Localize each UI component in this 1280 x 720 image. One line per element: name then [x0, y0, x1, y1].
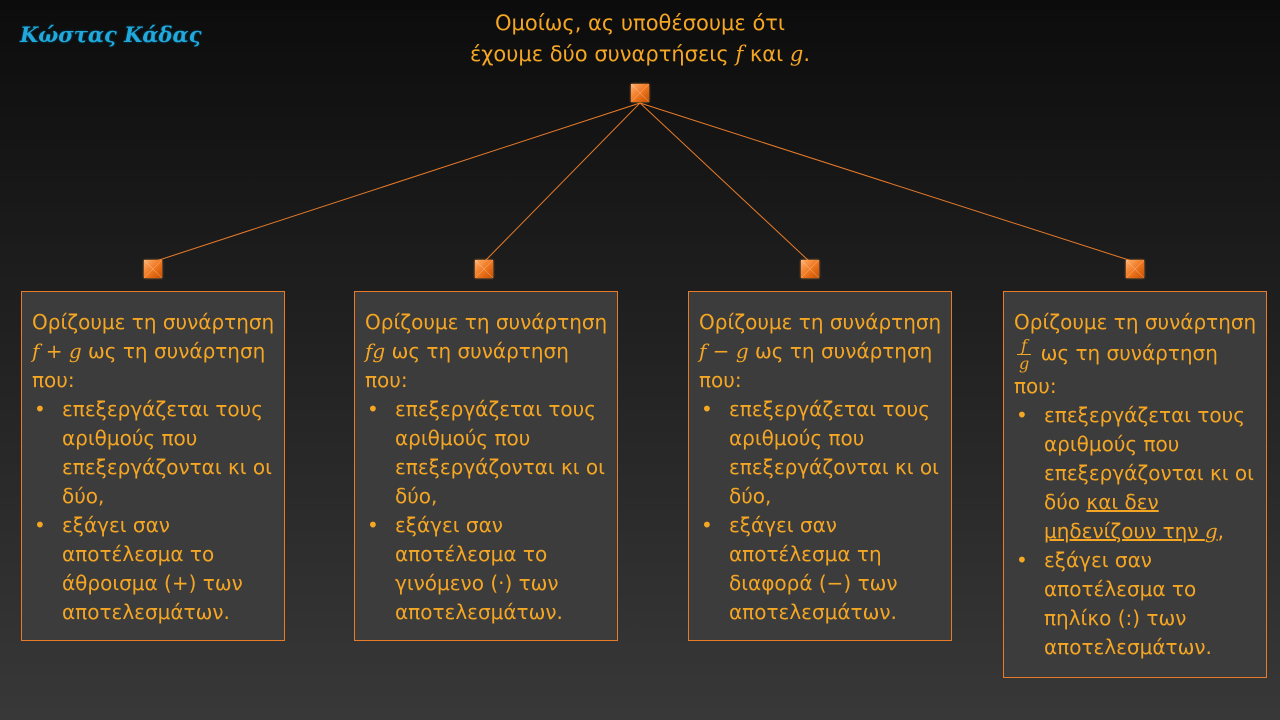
underlined-text: και δεν μηδενίζουν την: [1044, 490, 1199, 543]
connector-line-3: [639, 102, 811, 263]
list-item: επεξεργάζεται τους αριθμούς που επεξεργά…: [1014, 401, 1258, 546]
list-item: εξάγει σαν αποτέλεσμα το γινόμενο (·) τω…: [365, 511, 609, 627]
card-math: f + g: [32, 339, 82, 363]
card-quotient-list: επεξεργάζεται τους αριθμούς που επεξεργά…: [1014, 401, 1258, 662]
intro-period: .: [803, 42, 811, 66]
list-item: επεξεργάζεται τους αριθμούς που επεξεργά…: [32, 395, 276, 511]
intro-line-2-text: έχουμε δύο συναρτήσεις: [469, 42, 729, 66]
card-math: fg: [365, 339, 386, 363]
connector-line-1: [152, 102, 641, 263]
intro-line-1: Ομοίως, ας υποθέσουμε ότι: [494, 11, 786, 35]
branch-node-icon-4: [1126, 260, 1144, 278]
list-item: επεξεργάζεται τους αριθμούς που επεξεργά…: [365, 395, 609, 511]
card-difference: Ορίζουμε τη συνάρτηση f − g ως τη συνάρτ…: [688, 291, 952, 641]
card-heading-pre: Ορίζουμε τη συνάρτηση: [1014, 310, 1257, 334]
card-product-list: επεξεργάζεται τους αριθμούς που επεξεργά…: [365, 395, 609, 627]
list-item: εξάγει σαν αποτέλεσμα το πηλίκο (:) των …: [1014, 546, 1258, 662]
function-g: g: [789, 42, 804, 66]
card-math: f − g: [699, 339, 749, 363]
branch-node-icon-2: [475, 260, 493, 278]
card-product: Ορίζουμε τη συνάρτηση fg ως τη συνάρτηση…: [354, 291, 618, 641]
card-heading-post: ως τη συνάρτηση που:: [1014, 341, 1218, 398]
card-heading-post: ως τη συνάρτηση που:: [365, 339, 569, 392]
card-sum-heading: Ορίζουμε τη συνάρτηση f + g ως τη συνάρτ…: [32, 308, 276, 395]
card-heading-post: ως τη συνάρτηση που:: [699, 339, 933, 392]
card-product-heading: Ορίζουμε τη συνάρτηση fg ως τη συνάρτηση…: [365, 308, 609, 395]
card-heading-pre: Ορίζουμε τη συνάρτηση: [365, 310, 608, 334]
function-f: f: [735, 42, 744, 66]
connector-line-2: [483, 102, 641, 263]
card-difference-heading: Ορίζουμε τη συνάρτηση f − g ως τη συνάρτ…: [699, 308, 943, 395]
list-item: εξάγει σαν αποτέλεσμα τη διαφορά (−) των…: [699, 511, 943, 627]
author-name: Κώστας Κάδας: [20, 22, 202, 47]
fraction-numerator: f: [1017, 337, 1032, 355]
condition-variable: g: [1204, 519, 1218, 543]
connector-line-4: [639, 102, 1136, 263]
card-heading-pre: Ορίζουμε τη συνάρτηση: [699, 310, 942, 334]
list-item: επεξεργάζεται τους αριθμούς που επεξεργά…: [699, 395, 943, 511]
card-sum-list: επεξεργάζεται τους αριθμούς που επεξεργά…: [32, 395, 276, 627]
card-heading-pre: Ορίζουμε τη συνάρτηση: [32, 310, 275, 334]
intro-text: Ομοίως, ας υποθέσουμε ότι έχουμε δύο συν…: [360, 8, 920, 70]
root-node-icon: [631, 84, 649, 102]
underlined-condition: και δεν μηδενίζουν την g: [1044, 490, 1218, 543]
bullet-text: επεξεργάζεται τους αριθμούς που επεξεργά…: [1044, 403, 1254, 514]
intro-and: και: [749, 42, 784, 66]
branch-node-icon-3: [801, 260, 819, 278]
card-heading-post: ως τη συνάρτηση που:: [32, 339, 266, 392]
card-difference-list: επεξεργάζεται τους αριθμούς που επεξεργά…: [699, 395, 943, 627]
branch-node-icon-1: [144, 260, 162, 278]
fraction-denominator: g: [1019, 354, 1030, 373]
intro-line-2: έχουμε δύο συναρτήσεις f και g.: [360, 39, 920, 70]
list-item: εξάγει σαν αποτέλεσμα το άθροισμα (+) τω…: [32, 511, 276, 627]
bullet-comma: ,: [1217, 519, 1225, 543]
card-sum: Ορίζουμε τη συνάρτηση f + g ως τη συνάρτ…: [21, 291, 285, 641]
